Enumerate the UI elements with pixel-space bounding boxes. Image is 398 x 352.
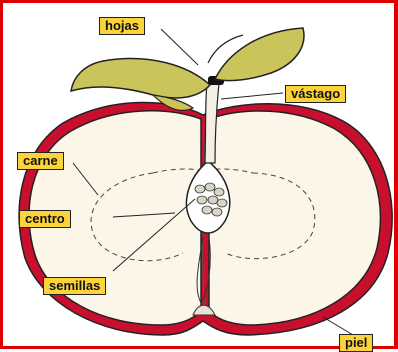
leaf-right	[215, 28, 304, 81]
label-vastago: vástago	[285, 85, 346, 103]
label-hojas: hojas	[99, 17, 145, 35]
label-carne: carne	[17, 152, 64, 170]
leaf-left	[71, 58, 210, 97]
label-piel: piel	[339, 334, 373, 352]
label-semillas: semillas	[43, 277, 106, 295]
label-centro: centro	[19, 210, 71, 228]
apple-illustration	[3, 3, 398, 352]
